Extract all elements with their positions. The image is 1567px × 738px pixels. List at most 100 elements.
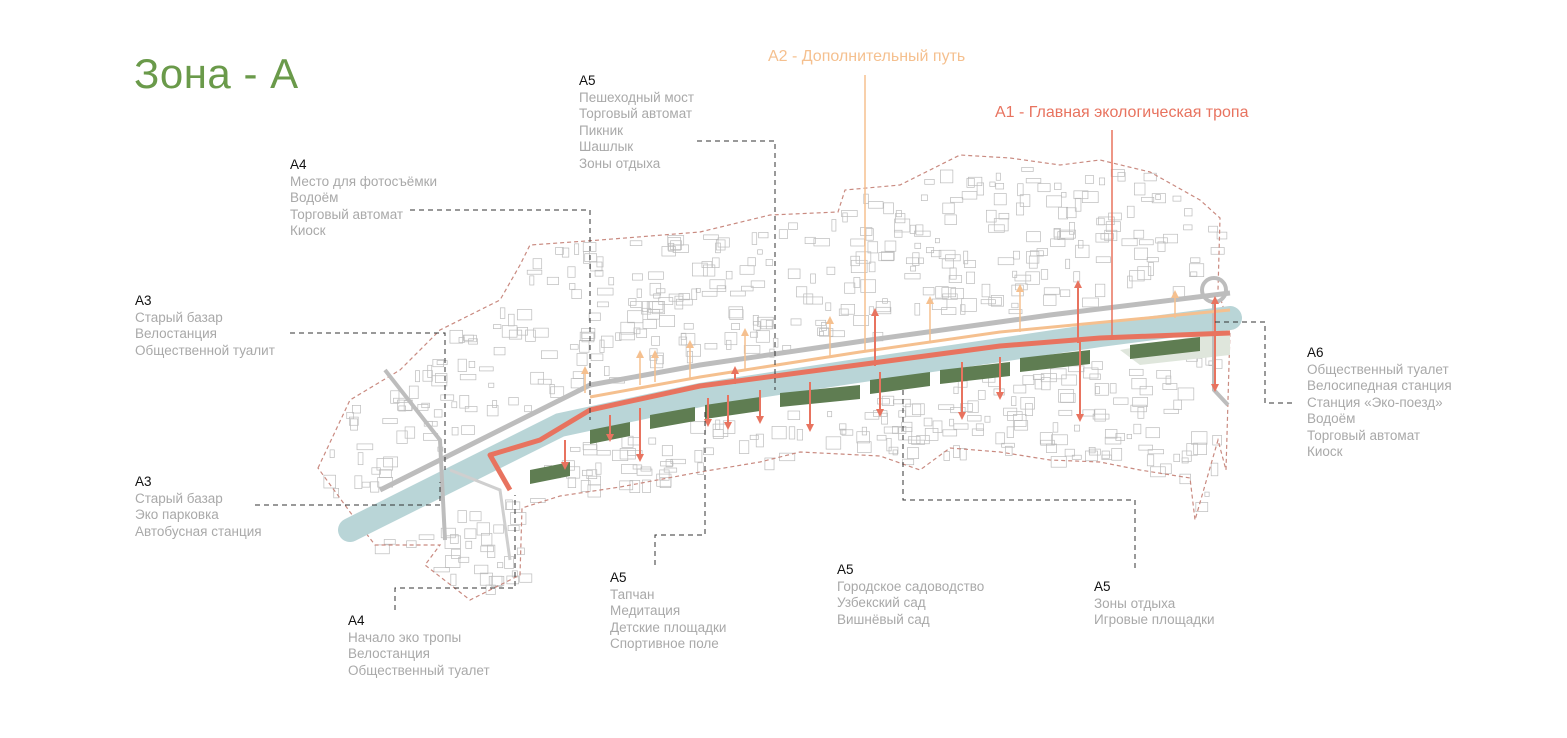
building [757,249,763,255]
main-road [378,290,1231,493]
building [599,339,605,353]
building [1173,399,1182,410]
zone-boundary [317,154,1231,601]
building [895,210,902,218]
building [1189,263,1205,277]
building [459,374,477,381]
building [1104,229,1118,242]
building [787,268,801,279]
building [881,412,888,425]
building [878,252,895,262]
building [821,321,827,331]
building [1133,229,1145,239]
building [1212,435,1222,446]
building [944,214,957,225]
building [630,301,643,308]
building [1134,182,1146,196]
building [931,298,948,310]
building [1091,361,1103,370]
building [942,202,955,215]
block-item: Зоны отдыха [1094,595,1176,611]
arrow-icon [741,328,749,370]
building [1163,233,1178,244]
building [354,475,363,489]
block-heading: A6 [1307,345,1324,360]
building [596,301,609,308]
building [665,459,673,468]
building [943,451,950,461]
building [526,269,543,275]
building [667,237,681,251]
building [861,426,868,436]
building [787,410,801,420]
building [810,273,816,284]
building [1145,427,1160,439]
building [1101,450,1110,459]
building [1095,256,1111,263]
building [888,446,899,455]
building [1020,397,1035,410]
building [465,540,473,549]
building [1150,466,1166,478]
building [914,230,931,237]
building [641,307,652,315]
block-heading: A5 [610,570,627,585]
building [493,324,502,330]
building [906,447,920,459]
building [1040,269,1049,280]
building [932,420,943,433]
building [458,337,465,343]
building [464,528,477,539]
building [584,253,597,262]
building [826,266,836,275]
building [704,343,718,350]
building [1037,183,1051,193]
building [1061,192,1067,198]
building [506,501,521,510]
block-item: Место для фотосъёмки [290,173,438,189]
building [1073,190,1089,200]
building [856,431,870,444]
building [663,467,678,473]
arrow-icon [1211,333,1219,392]
building [1065,258,1071,270]
building [825,436,842,450]
building [546,276,559,285]
building [722,420,736,434]
building [595,462,602,475]
building [829,330,845,338]
arrow-icon [636,408,644,462]
building [659,315,675,327]
building [1081,191,1099,203]
building [533,327,549,338]
block-item: Станция «Эко-поезд» [1307,394,1443,410]
building [730,290,746,297]
building [444,535,461,549]
building [1064,448,1075,457]
building [1121,238,1138,247]
building [911,439,925,445]
building [863,193,869,204]
building [1146,454,1155,467]
building [938,404,955,410]
building [827,411,833,418]
building [1082,409,1095,417]
block-item: Узбекский сад [837,595,926,610]
building [492,400,498,408]
building [361,481,371,488]
building [571,289,582,299]
building [440,394,455,401]
building [692,262,708,277]
building [620,321,635,335]
building [877,398,890,405]
block-heading: A5 [1094,579,1111,594]
block-heading: A5 [837,562,854,577]
building [883,426,899,434]
arrow-icon [581,366,589,393]
building [715,419,721,430]
building [997,257,1015,266]
building [898,426,913,441]
block-heading: A5 [579,73,596,88]
building [1050,456,1067,468]
